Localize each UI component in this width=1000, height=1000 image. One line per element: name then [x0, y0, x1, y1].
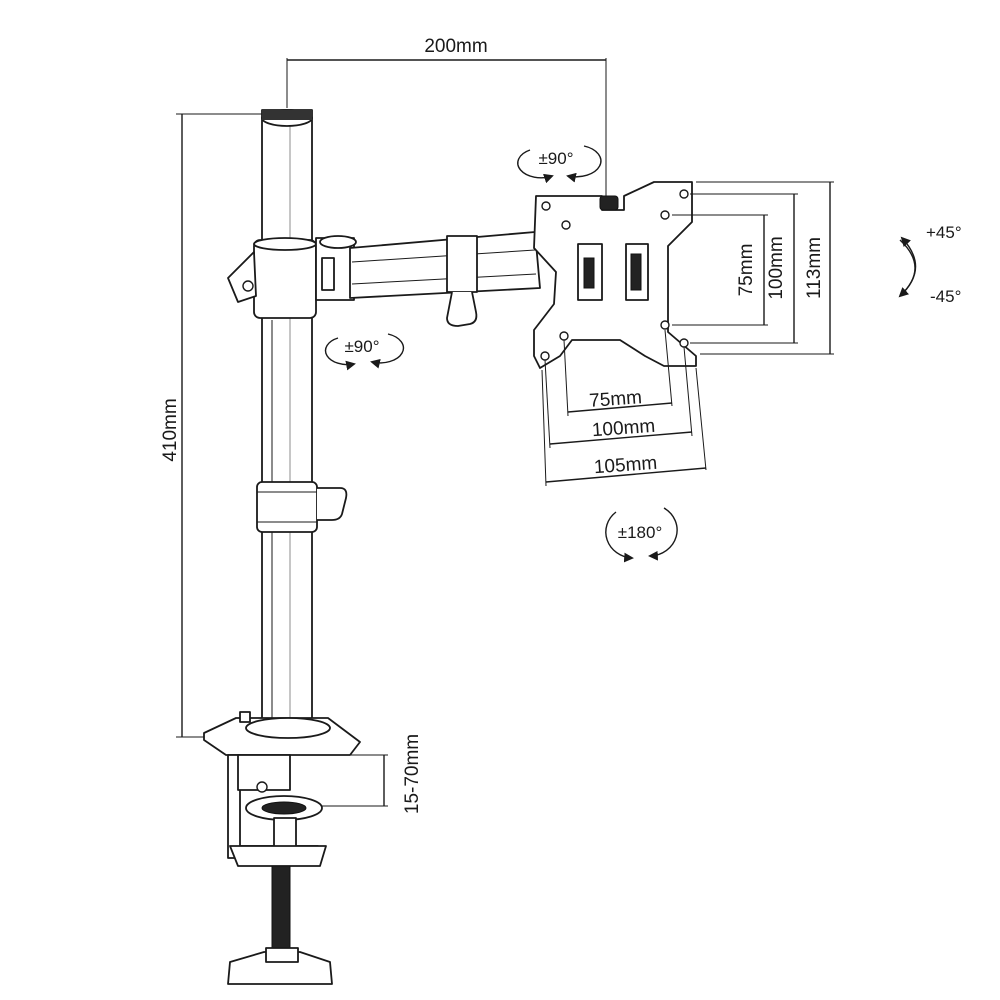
dim-pole-height: 410mm	[160, 113, 262, 738]
dim-vesa-horizontal: 75mm 100mm 105mm	[541, 329, 707, 487]
label-tilt-up: +45°	[926, 223, 962, 242]
desk-clamp	[203, 711, 361, 985]
label-vesa-100: 100mm	[591, 416, 656, 441]
mounting-pole	[261, 109, 313, 731]
rotation-tilt: +45° -45°	[898, 223, 962, 306]
label-plate-rotate: ±180°	[618, 523, 663, 542]
label-arm-reach: 200mm	[424, 36, 487, 57]
label-vesa-vertical-100: 100mm	[766, 236, 787, 299]
extension-arm	[315, 231, 541, 327]
label-pole-height: 410mm	[160, 398, 181, 461]
label-head-swivel: ±90°	[538, 149, 573, 168]
label-tilt-down: -45°	[930, 287, 961, 306]
label-vesa-105: 105mm	[593, 453, 658, 478]
dim-vesa-vertical: 75mm 100mm 113mm	[672, 181, 834, 355]
label-vesa-vertical-113: 113mm	[804, 237, 825, 299]
rotation-arm-swivel: ±90°	[324, 333, 405, 371]
rotation-plate-rotate: ±180°	[605, 507, 678, 563]
label-vesa-vertical-75: 75mm	[736, 244, 757, 297]
label-clamp-range: 15-70mm	[402, 734, 423, 814]
label-arm-swivel: ±90°	[344, 337, 379, 356]
dim-arm-reach: 200mm	[286, 36, 607, 198]
arm-collar	[227, 237, 317, 319]
vesa-plate	[533, 181, 697, 369]
rotation-head-swivel: ±90°	[517, 145, 602, 184]
cable-clip	[256, 481, 348, 533]
label-vesa-75: 75mm	[589, 387, 643, 412]
